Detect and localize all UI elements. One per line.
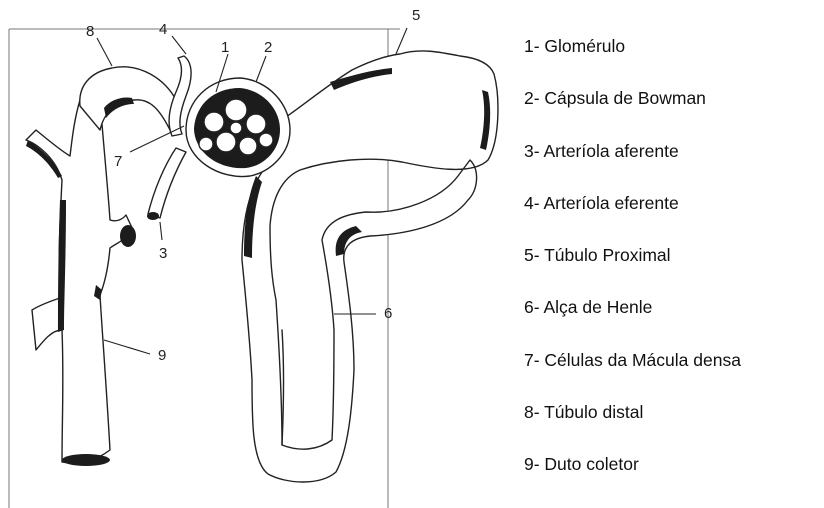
legend: 1- Glomérulo 2- Cápsula de Bowman 3- Art… [524,36,741,507]
distal-tubule [80,67,180,130]
afferent-arteriole [147,148,186,220]
callout-5: 5 [412,7,420,24]
legend-item-alca-de-henle: 6- Alça de Henle [524,297,741,317]
legend-item-glomerulo: 1- Glomérulo [524,36,741,56]
legend-item-tubulo-proximal: 5- Túbulo Proximal [524,245,741,265]
callout-3: 3 [159,245,167,262]
legend-item-macula-densa: 7- Células da Mácula densa [524,350,741,370]
callout-9: 9 [158,347,166,364]
callout-1: 1 [221,39,229,56]
callout-6: 6 [384,305,392,322]
callout-8: 8 [86,23,94,40]
legend-item-capsula-de-bowman: 2- Cápsula de Bowman [524,88,741,108]
nephron-diagram: 1 2 3 4 5 6 7 8 9 [0,0,520,508]
legend-item-duto-coletor: 9- Duto coletor [524,454,741,474]
callout-2: 2 [264,39,272,56]
legend-item-arteriola-eferente: 4- Arteríola eferente [524,193,741,213]
legend-item-tubulo-distal: 8- Túbulo distal [524,402,741,422]
legend-item-arteriola-aferente: 3- Arteríola aferente [524,141,741,161]
callout-7: 7 [114,153,122,170]
callout-4: 4 [159,21,167,38]
